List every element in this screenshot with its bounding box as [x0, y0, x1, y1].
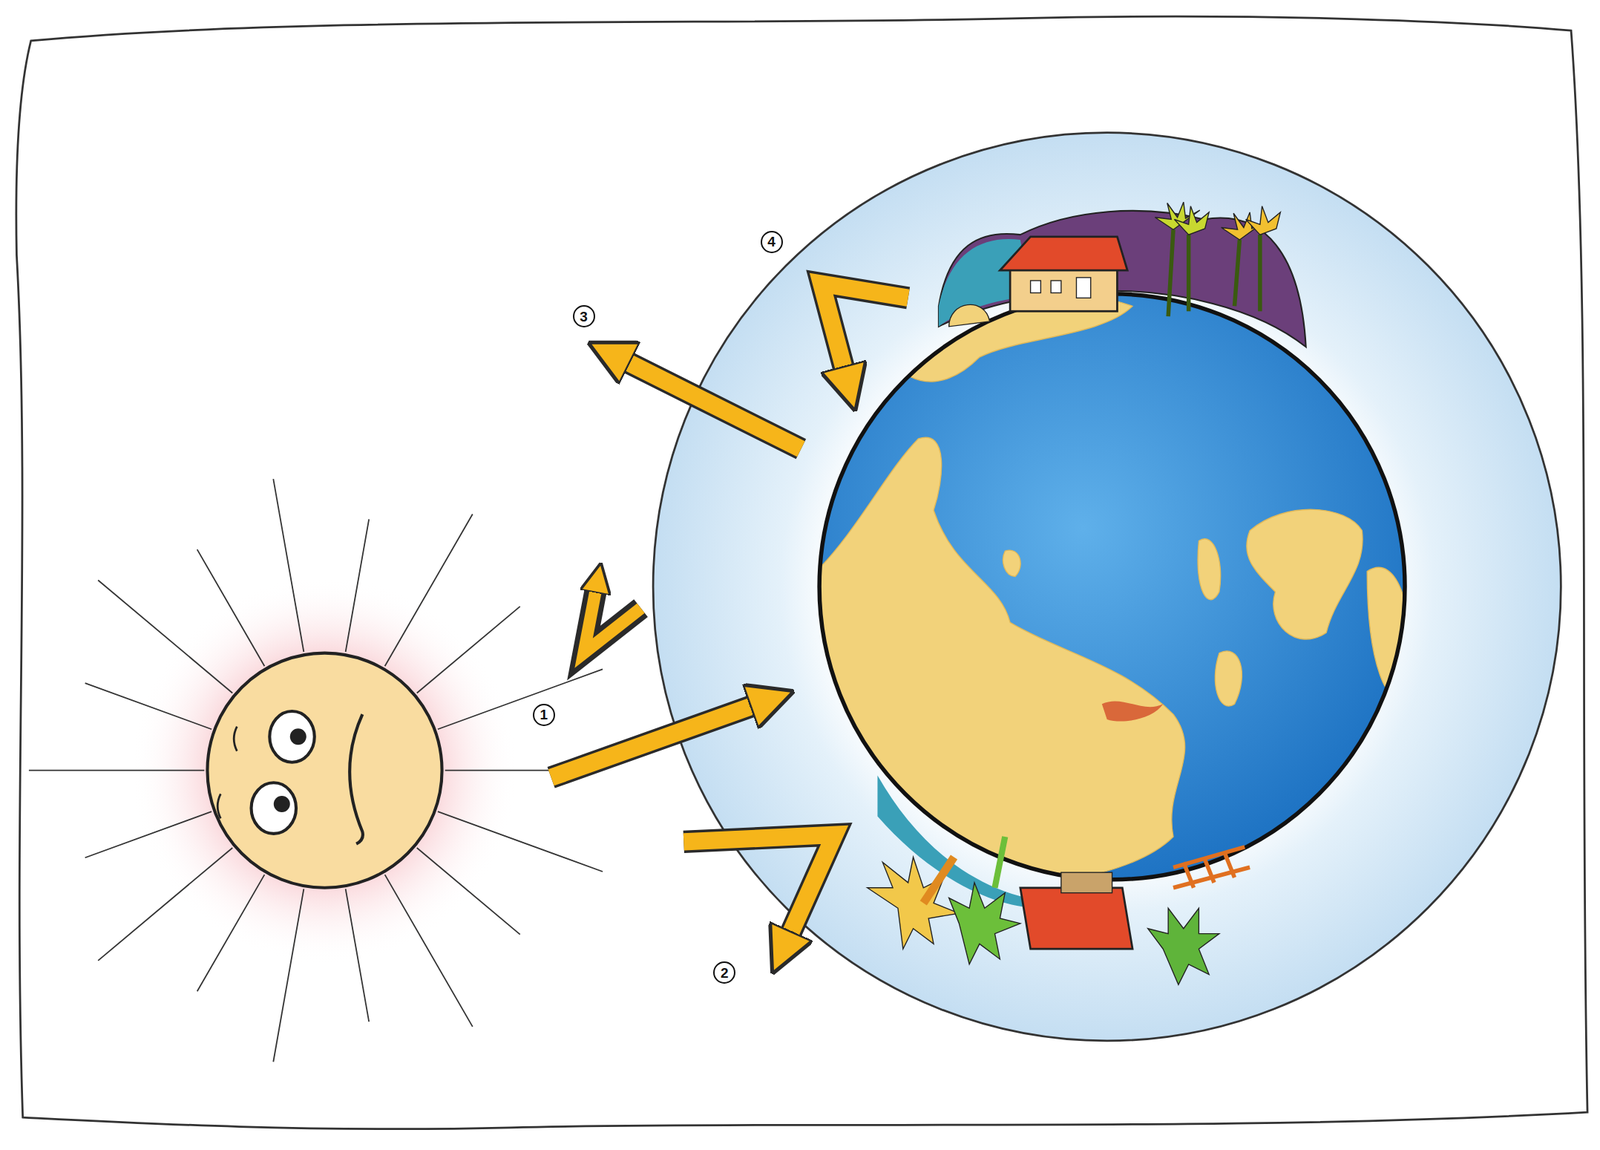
atmosphere	[653, 132, 1561, 1041]
sun-ray	[417, 847, 521, 935]
sun-ray	[197, 874, 265, 991]
sun-ray	[273, 888, 304, 1062]
callout-number: 3	[572, 305, 596, 328]
frame	[16, 16, 1588, 1129]
earth	[816, 286, 1411, 891]
bottom-scenery	[867, 775, 1250, 985]
sun-ray	[85, 682, 212, 729]
sun-ray	[385, 514, 473, 667]
sun-ray	[197, 549, 265, 666]
sun-ray	[273, 478, 304, 652]
sun-ray	[345, 518, 370, 652]
radiation-arrows	[551, 283, 909, 944]
sun	[28, 478, 603, 1062]
sun-ray	[385, 874, 473, 1027]
callout-number: 4	[760, 230, 783, 254]
sun-ray	[28, 769, 205, 772]
sun-ray	[437, 668, 603, 729]
sun-ray	[345, 888, 370, 1022]
sun-ray	[97, 579, 233, 693]
sun-ray	[437, 811, 603, 872]
sun-ray	[97, 847, 233, 961]
sun-ray	[417, 606, 521, 694]
sun-ray	[85, 811, 212, 858]
house-and-trees	[938, 201, 1307, 347]
callout-number: 1	[532, 703, 556, 726]
